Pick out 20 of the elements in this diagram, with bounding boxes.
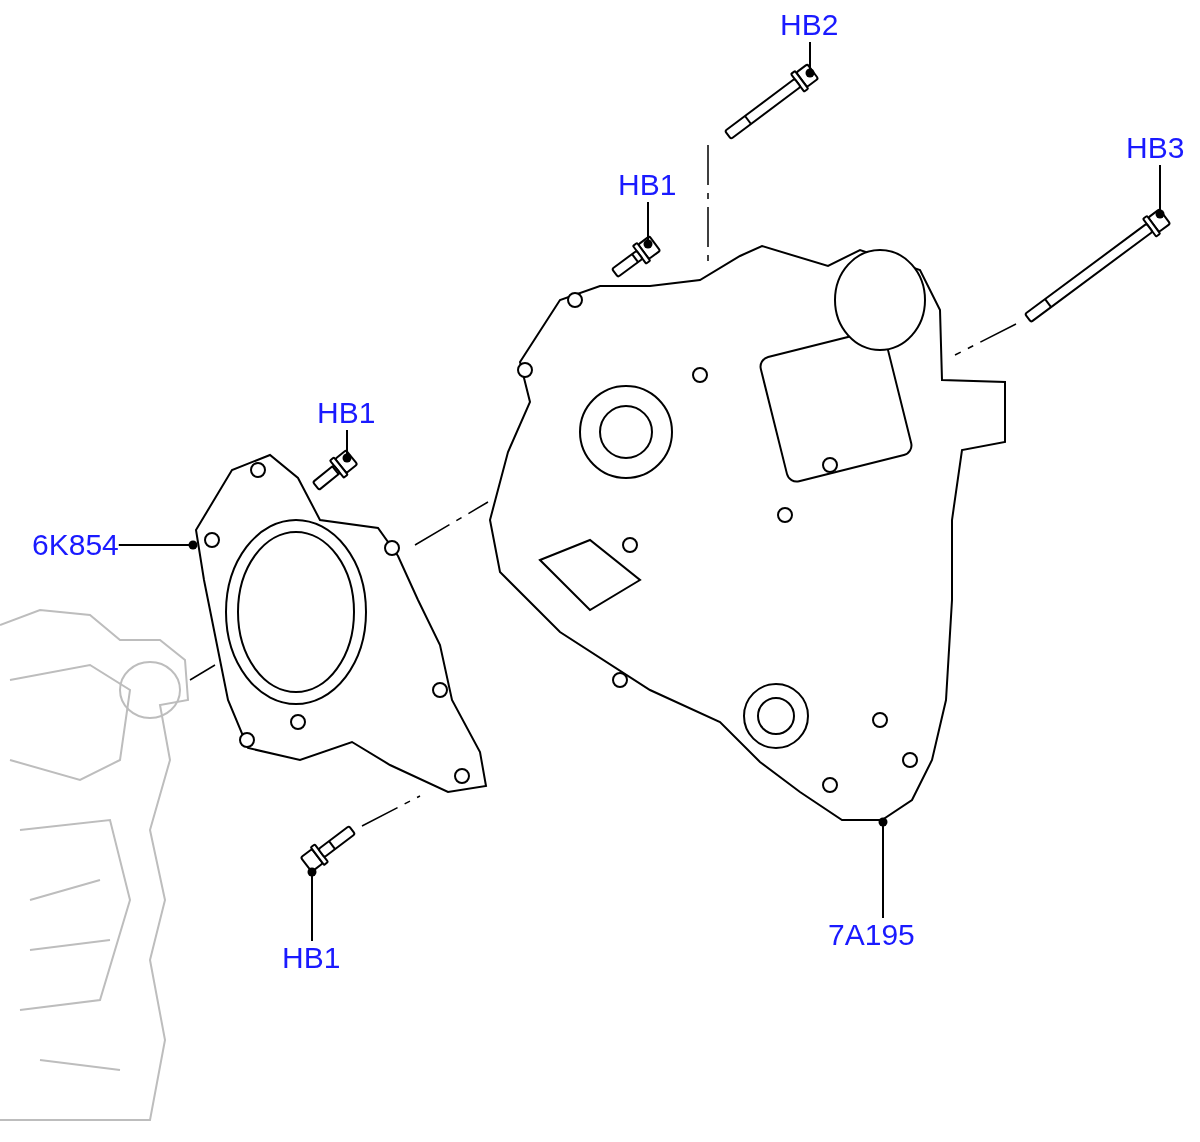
bolt <box>611 235 662 278</box>
leader-line <box>307 867 317 942</box>
part-number: HB3 <box>1126 131 1185 165</box>
bolt <box>311 449 359 491</box>
adapter-plate-drawing <box>194 453 488 794</box>
part-number: HB1 <box>618 168 677 202</box>
part-number: HB2 <box>780 8 839 42</box>
part-number: 6K854 <box>32 528 119 562</box>
leader-line <box>643 201 653 249</box>
transfer-case-drawing <box>488 244 1006 821</box>
leader-line <box>878 817 888 919</box>
part-number: HB1 <box>317 396 376 430</box>
bolt <box>724 63 820 140</box>
part-number: HB1 <box>282 941 341 975</box>
leader-line <box>805 41 815 78</box>
leader-line <box>117 540 198 550</box>
part-number: 7A195 <box>828 918 915 952</box>
leader-line <box>342 429 352 463</box>
leader-line <box>1155 164 1165 219</box>
bolt <box>1024 208 1172 323</box>
